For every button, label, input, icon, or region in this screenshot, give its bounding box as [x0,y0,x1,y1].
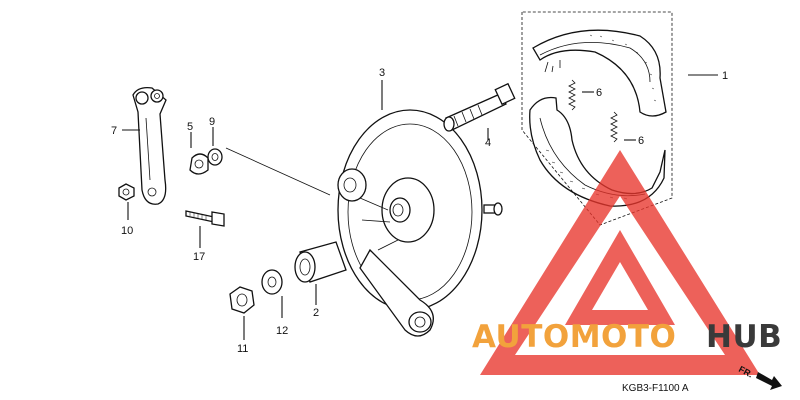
drawing-code: KGB3-F1100 A [622,383,689,394]
assembly-line [225,147,331,196]
front-direction-marker: FR. [737,364,782,390]
callout-2: 2 [313,307,319,319]
callout-17: 17 [193,251,205,263]
watermark-text-secondary: HUB [706,319,782,355]
callout-3: 3 [379,67,385,79]
watermark-logo [480,150,760,375]
clip-part-5 [189,153,209,175]
callout-7: 7 [111,125,117,137]
brake-panel [337,109,503,337]
nut-part-10 [118,183,135,201]
watermark-text-primary: AUTOMOTO [472,319,676,355]
brake-cam [443,82,516,132]
callout-1: 1 [722,70,728,82]
callout-4: 4 [485,137,491,149]
callout-labels: 1 2 3 4 5 6 6 7 9 10 11 12 17 [111,67,728,355]
washer-part-9 [207,148,223,166]
bolt-part-17 [185,210,225,227]
leader-lines [122,74,718,340]
callout-10: 10 [121,225,133,237]
collar-part-2 [294,241,347,283]
washer-part-12 [261,269,283,295]
direction-arrow-icon [756,372,782,390]
watermark-triangle-icon [480,150,760,375]
callout-12: 12 [276,325,288,337]
callout-5: 5 [187,121,193,133]
callout-6-upper: 6 [596,87,602,99]
callout-6-lower: 6 [638,135,644,147]
callout-11: 11 [237,343,248,355]
callout-9: 9 [209,116,215,128]
nut-part-11 [229,286,255,314]
brake-arm [132,87,167,205]
brake-shoe-set [521,11,673,226]
